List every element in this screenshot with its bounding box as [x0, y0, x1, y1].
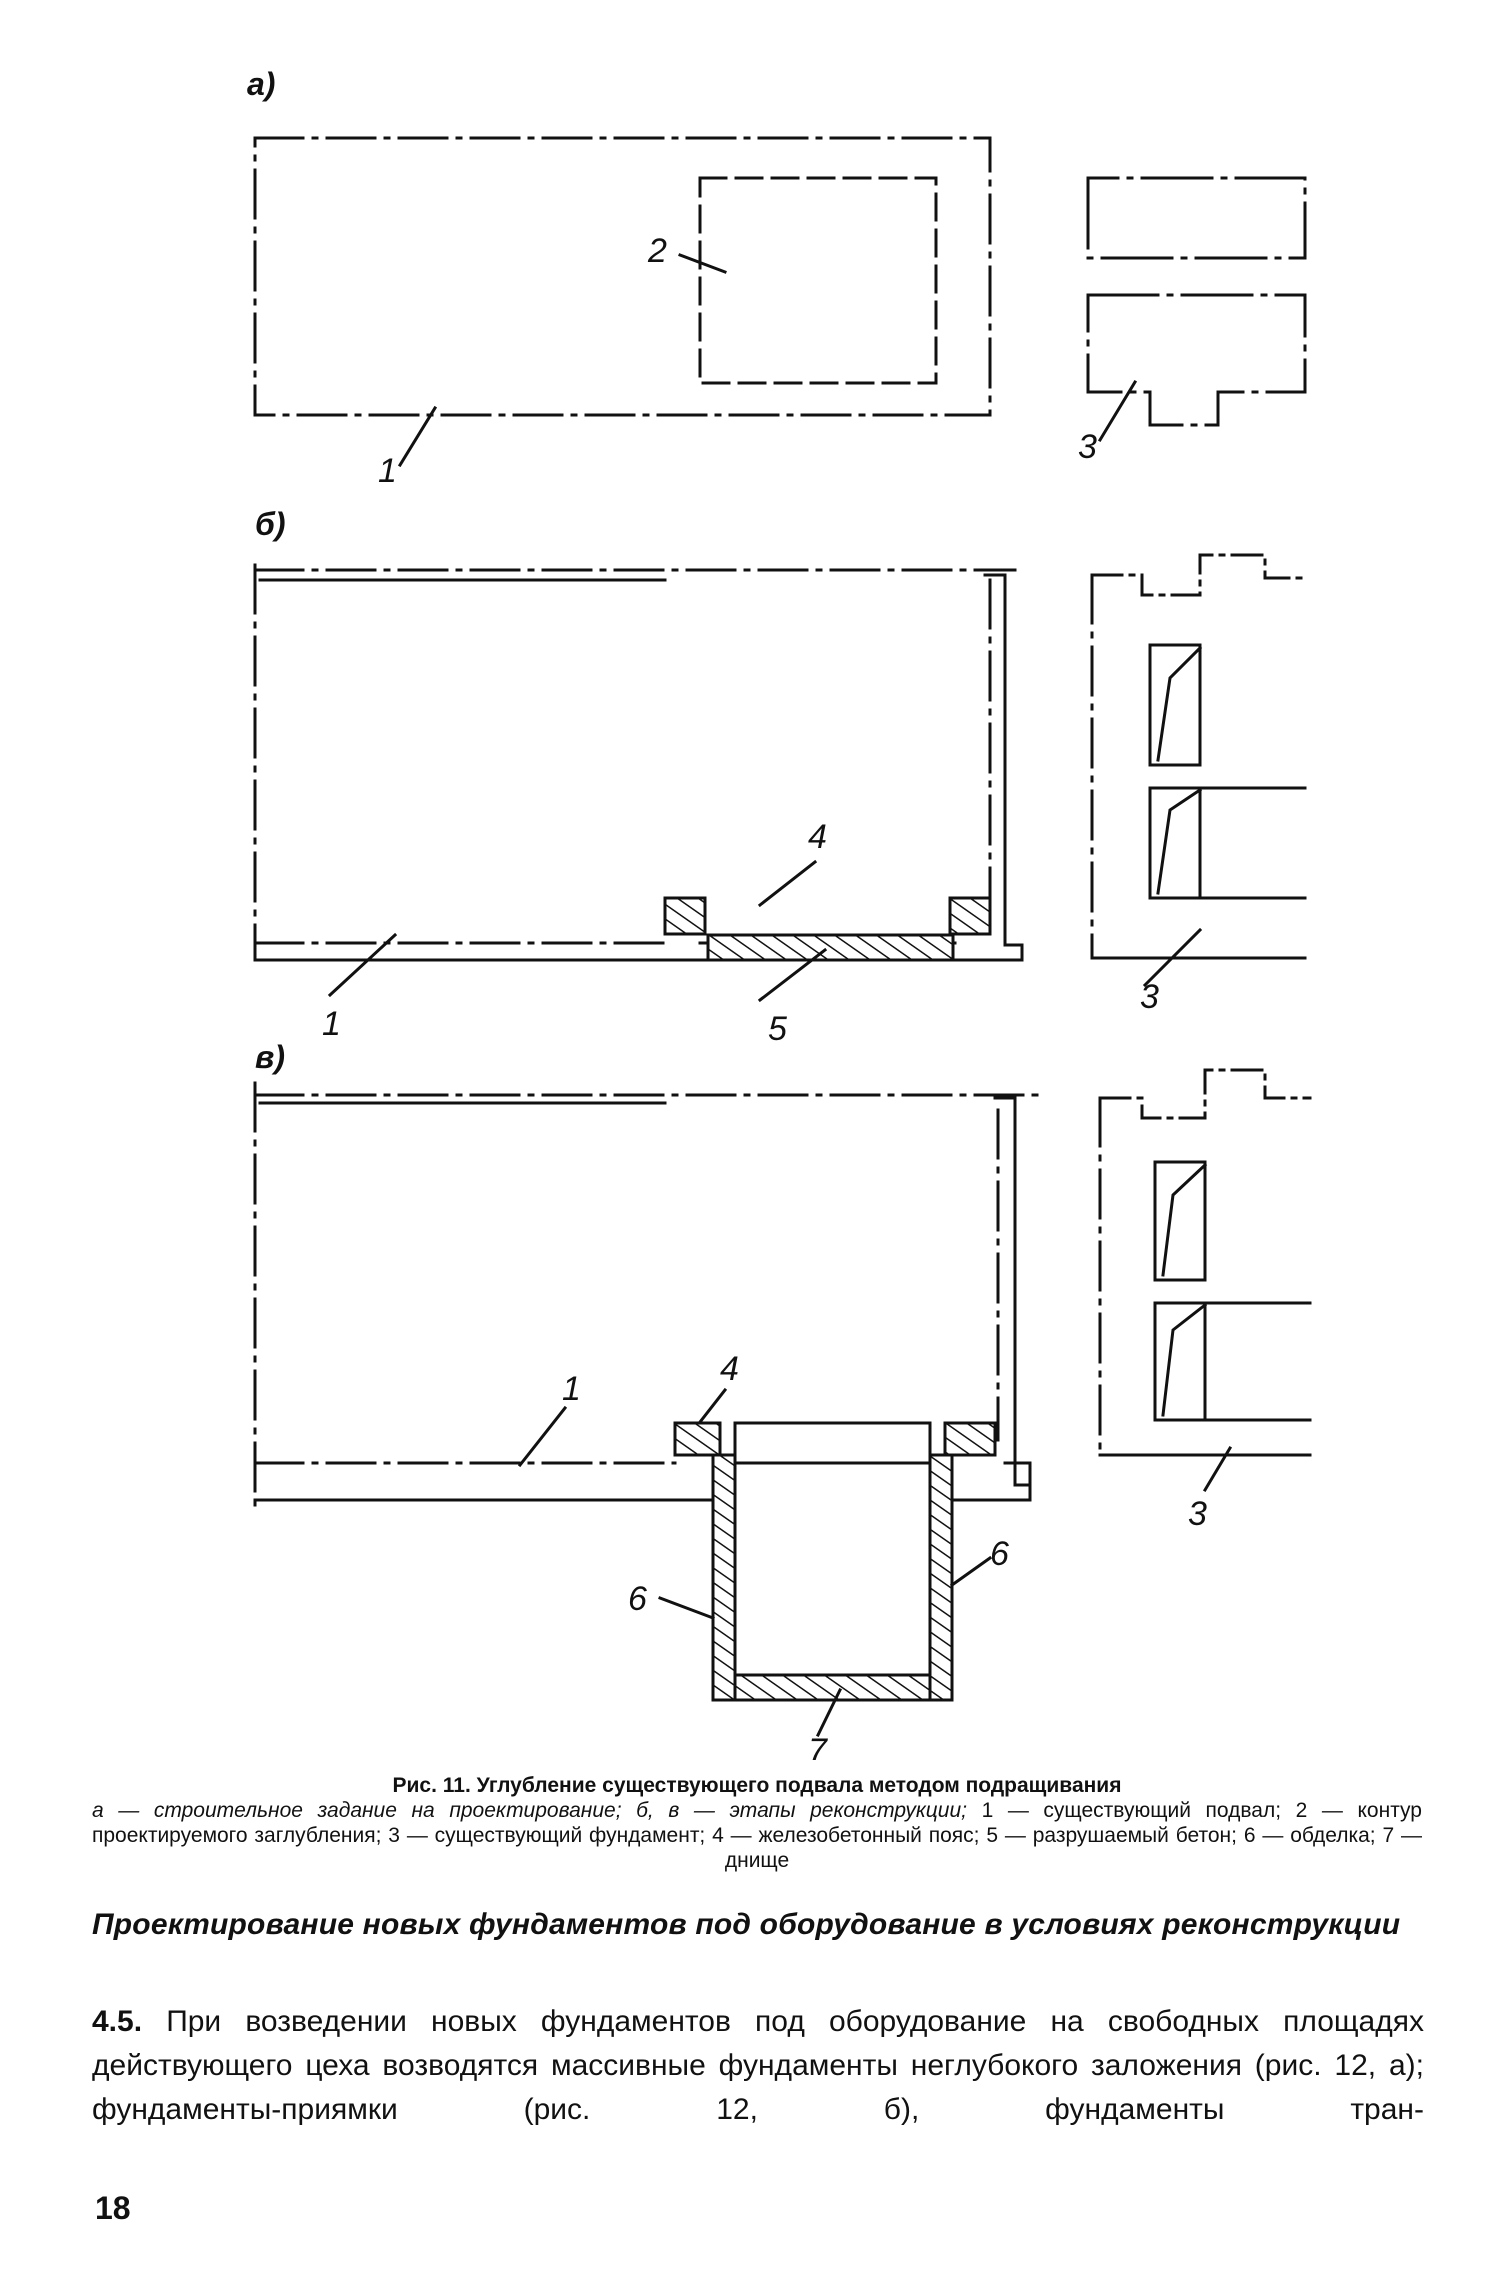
figure-caption: Рис. 11. Углубление существующего подвал… — [92, 1773, 1422, 1873]
callout-c-6-left: 6 — [628, 1580, 647, 1618]
existing-basement-outline — [253, 136, 992, 417]
callout-a-3: 3 — [1078, 428, 1097, 466]
pit-lining-left — [711, 1453, 737, 1702]
rc-belt-c-right — [943, 1421, 997, 1457]
panel-label-a: а) — [247, 66, 275, 102]
section-heading: Проектирование новых фундаментов под обо… — [92, 1908, 1401, 1941]
panel-label-b: б) — [255, 506, 285, 542]
projected-deepening-contour — [698, 176, 938, 385]
panel-label-c: в) — [255, 1039, 285, 1075]
existing-foundation-outline-c — [1098, 1068, 1312, 1120]
rc-belt-right — [948, 896, 992, 936]
callout-b-4: 4 — [808, 818, 827, 856]
callout-c-3: 3 — [1188, 1495, 1207, 1533]
existing-foundation-outline-a-bottom — [1086, 293, 1307, 427]
existing-foundation-outline-b — [1090, 553, 1307, 597]
callout-b-1: 1 — [322, 1005, 341, 1043]
pit-bottom — [733, 1673, 932, 1702]
rc-belt-left — [663, 896, 707, 936]
demolished-concrete — [706, 933, 955, 962]
callout-b-3: 3 — [1140, 978, 1159, 1016]
callout-c-1: 1 — [562, 1370, 581, 1408]
callout-a-1: 1 — [378, 452, 397, 490]
callout-b-5: 5 — [768, 1010, 787, 1048]
figure-11-drawing: а) б) в) 2 1 3 4 5 1 3 4 1 3 6 6 7 — [247, 66, 1312, 1760]
paragraph-text: При возведении новых фундаментов под обо… — [92, 2005, 1424, 2126]
callout-c-6-right: 6 — [990, 1535, 1009, 1573]
paragraph-number: 4.5. — [92, 2005, 143, 2038]
rc-belt-c-left — [673, 1421, 722, 1457]
existing-foundation-outline-a-top — [1086, 176, 1307, 260]
pit-lining-right — [928, 1453, 954, 1702]
callout-c-7: 7 — [808, 1732, 828, 1760]
callout-a-2: 2 — [647, 232, 667, 270]
callout-c-4: 4 — [720, 1350, 739, 1388]
caption-legend-italic: а — строительное задание на проектирован… — [92, 1799, 967, 1822]
panel-b-section — [253, 563, 1024, 962]
page-number: 18 — [95, 2190, 131, 2226]
panel-c-section — [253, 1081, 1042, 1677]
caption-title: Рис. 11. Углубление существующего подвал… — [392, 1774, 1122, 1797]
panel-a-plan — [253, 136, 1307, 468]
body-paragraph: 4.5. При возведении новых фундаментов по… — [92, 2000, 1424, 2132]
caption-legend-regular: 1 — существующий подвал; 2 — контур прое… — [92, 1799, 1422, 1872]
